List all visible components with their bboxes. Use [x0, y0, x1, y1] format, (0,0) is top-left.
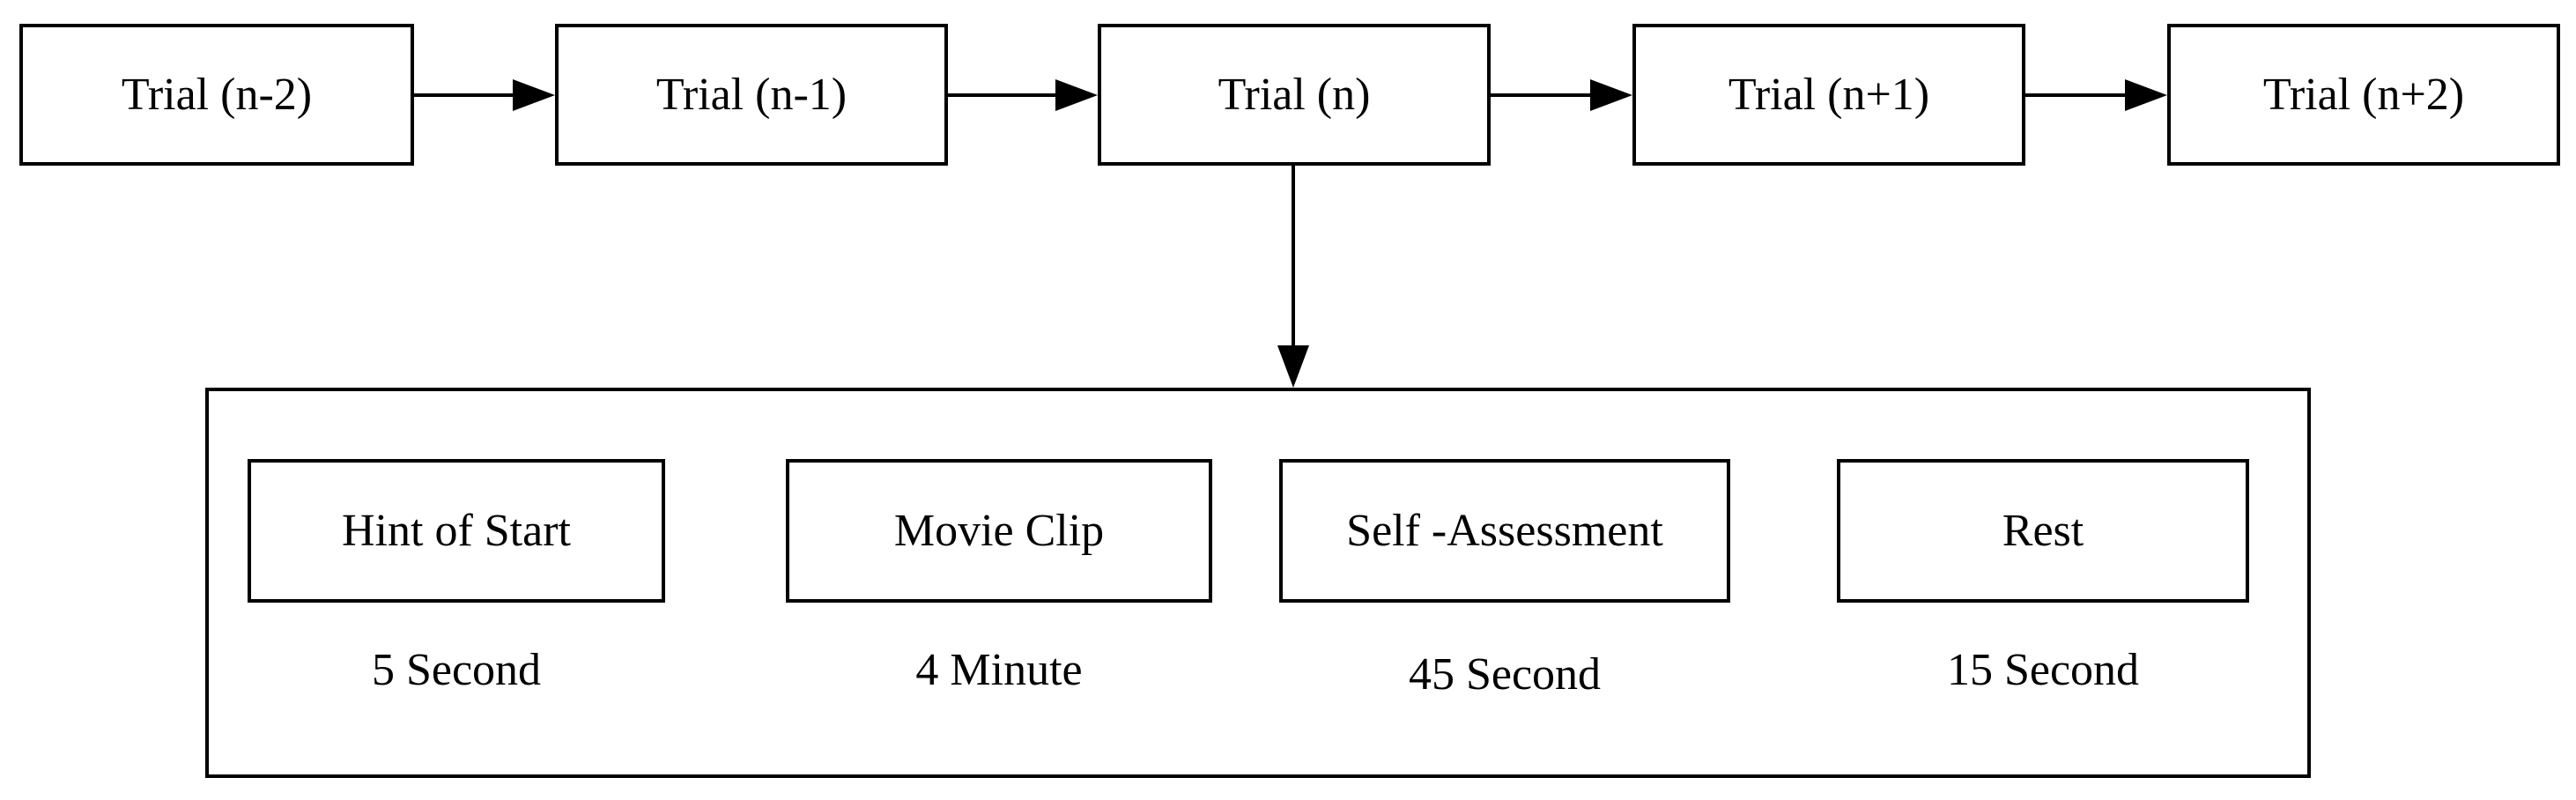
trial-label: Trial (n-2): [121, 70, 313, 120]
phase-box-movie-clip: Movie Clip: [786, 459, 1212, 603]
arrow-trial-n-to-detail: [1277, 166, 1309, 388]
trial-label: Trial (n): [1218, 70, 1371, 120]
arrow-trial-1-to-2: [414, 79, 555, 111]
phase-label: Movie Clip: [893, 506, 1105, 556]
trial-box-n-minus-2: Trial (n-2): [19, 24, 414, 166]
phase-box-rest: Rest: [1837, 459, 2249, 603]
trial-box-n-minus-1: Trial (n-1): [555, 24, 948, 166]
phase-duration-rest: 15 Second: [1946, 644, 2140, 695]
trial-box-n-plus-1: Trial (n+1): [1632, 24, 2025, 166]
arrow-trial-4-to-5: [2025, 79, 2167, 111]
phase-label: Hint of Start: [342, 506, 571, 556]
arrow-trial-3-to-4: [1491, 79, 1632, 111]
trial-label: Trial (n-1): [655, 70, 848, 120]
trial-label: Trial (n+2): [2262, 70, 2465, 120]
trial-box-n-plus-2: Trial (n+2): [2167, 24, 2560, 166]
phase-label: Self -Assessment: [1346, 506, 1663, 556]
phase-box-self-assessment: Self -Assessment: [1279, 459, 1730, 603]
phase-box-hint-of-start: Hint of Start: [248, 459, 665, 603]
phase-duration-movie-clip: 4 Minute: [915, 644, 1083, 695]
arrow-trial-2-to-3: [948, 79, 1098, 111]
phase-duration-hint-of-start: 5 Second: [371, 644, 542, 695]
phase-duration-self-assessment: 45 Second: [1408, 648, 1602, 700]
phase-label: Rest: [2002, 506, 2084, 556]
trial-box-n: Trial (n): [1098, 24, 1491, 166]
trial-detail-container: [205, 388, 2311, 778]
trial-label: Trial (n+1): [1728, 70, 1930, 120]
